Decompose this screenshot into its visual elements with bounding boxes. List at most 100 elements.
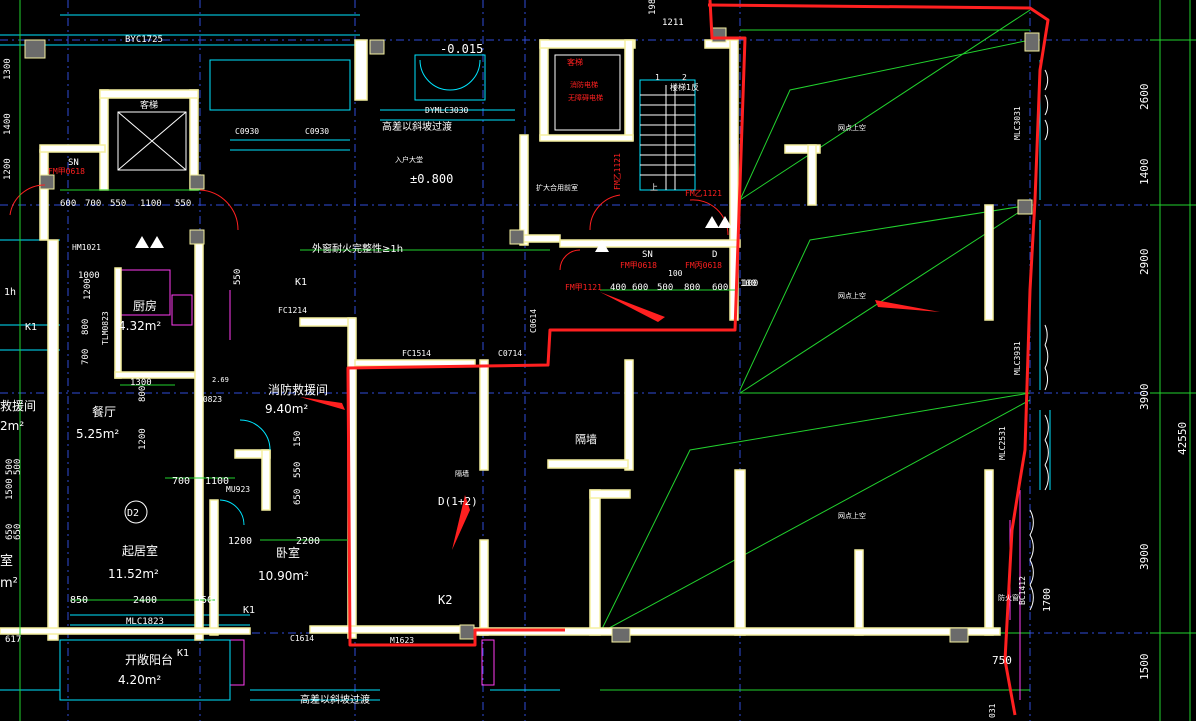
label-room-left: 室 (0, 553, 13, 569)
label-slope-bottom: 高差以斜坡过渡 (300, 693, 370, 706)
label-fm0618-b: FM丙0618 (685, 261, 722, 270)
walls (0, 39, 1001, 641)
label-slope-top: 高差以斜坡过渡 (382, 120, 452, 133)
label-rescue-area-left: 2m² (0, 419, 24, 433)
label-dim-1700: 1700 (1042, 588, 1053, 612)
label-fmj1121: FM甲1121 (565, 283, 602, 292)
label-dim-031: 031 (988, 703, 997, 718)
label-dim-750: 750 (992, 654, 1012, 667)
label-room-left-area: m² (0, 576, 18, 591)
label-living: 起居室 (122, 543, 158, 558)
label-top-code: BYC1725 (125, 35, 163, 45)
label-dim-left-4: 1100 (140, 199, 162, 209)
label-dim-left-1: 600 (60, 199, 76, 209)
label-d1-room: D(1+2) (438, 495, 478, 508)
label-c1614: C1614 (290, 634, 314, 643)
label-k1-d: K1 (177, 648, 189, 659)
label-bedroom-area: 10.90m² (258, 569, 309, 583)
label-m1623: M1623 (390, 636, 414, 645)
label-dims-bottom-2: 2400 (133, 595, 157, 606)
label-dim-mid-4: 800 (684, 283, 700, 293)
label-fmyi-a: FM乙1121 (613, 153, 622, 190)
label-dim-550: 550 (233, 269, 243, 285)
label-dim-2200: 2200 (296, 536, 320, 547)
label-dim-left-vert-4: 500 (5, 459, 15, 475)
label-bedroom: 卧室 (276, 545, 300, 560)
label-dim-left-vert-6: 650 (13, 524, 23, 540)
label-dining: 餐厅 (92, 404, 116, 419)
label-c0930-a: C0930 (235, 127, 259, 136)
label-dymlc: DYMLC3030 (425, 106, 469, 115)
label-f: 上 (650, 183, 658, 192)
label-dim-650b: 650 (5, 524, 15, 540)
label-mlc3031: MLC3031 (1013, 106, 1022, 140)
label-dim-1980: 1980 (648, 0, 658, 15)
label-open-balcony: 开敞阳台 (125, 652, 173, 667)
label-k1-c: K1 (243, 605, 255, 616)
lift-boxes (117, 54, 621, 171)
dim-lines-right (1150, 0, 1196, 721)
label-dim-k-3: 800 (81, 319, 91, 335)
label-dims-bottom-3: 550 (195, 595, 213, 606)
label-mlc2531: MLC2531 (998, 426, 1007, 460)
label-fm0618-a: FM甲0618 (620, 261, 657, 270)
label-stair-num-1: 1 (655, 73, 660, 82)
label-dim-2-69: 2.69 (212, 376, 229, 384)
label-k1-a: K1 (295, 277, 307, 288)
label-kitchen: 厨房 (133, 298, 157, 313)
label-window-note: 防火窗 (998, 593, 1019, 602)
label-fire-room-area: 9.40m² (265, 402, 308, 416)
label-c0614: C0614 (529, 309, 538, 333)
label-living-area: 11.52m² (108, 567, 159, 581)
label-mlc1823: MLC1823 (126, 617, 164, 627)
label-dim-1200: 1200 (228, 536, 252, 547)
label-dim-left-vert-1: 1300 (3, 58, 13, 80)
label-dim-right-5: 3900 (1138, 544, 1151, 571)
window-arcs (1029, 69, 1049, 611)
label-dim-mid-1: 400 (610, 283, 626, 293)
label-dim-right-6: 1500 (1138, 654, 1151, 681)
label-sn-mid: SN (642, 250, 653, 260)
label-shop-a: 网点上空 (838, 123, 866, 132)
label-hall: 隔墙 (575, 432, 597, 446)
label-dim-1h: 1h (4, 287, 16, 298)
label-entrance: 入户大堂 (395, 155, 423, 164)
d2-circle (124, 500, 148, 524)
label-fc1214: FC1214 (278, 306, 307, 315)
label-rescue-left: 救援间 (0, 398, 36, 413)
label-dim-k-2: 1200 (83, 278, 93, 300)
label-kitchen-area: 4.32m² (118, 319, 161, 333)
label-fm0618-left: FM甲0618 (48, 167, 85, 176)
label-dining-area: 5.25m² (76, 427, 119, 441)
label-k2: K2 (438, 593, 452, 607)
label-dim-mid-3: 500 (657, 283, 673, 293)
label-hm1021: HM1021 (72, 243, 101, 252)
label-dim-right-4: 3900 (1138, 384, 1151, 411)
label-door-617: 617 (5, 635, 21, 645)
door-swings-cyan (219, 59, 481, 526)
label-fmyi-b: FM乙1121 (685, 189, 722, 198)
label-dim-left-5: 550 (175, 199, 191, 209)
label-dim-right-1: 2600 (1138, 84, 1151, 111)
label-dim-1500: 1500 (5, 478, 15, 500)
label-fire-room: 消防救援间 (268, 382, 328, 397)
label-fire-lift: 消防电梯 (570, 80, 598, 89)
label-passenger-lift: 客梯 (140, 99, 158, 111)
staircase (640, 85, 695, 190)
label-dim-100a: 100 (668, 269, 683, 278)
label-dims-row-1: 700 (172, 476, 190, 487)
label-dim-mid-2: 600 (632, 283, 648, 293)
label-dim-k-4: 700 (81, 349, 91, 365)
label-dims-bottom-1: 850 (70, 595, 88, 606)
warning-icons (135, 216, 732, 252)
label-dim-150a: 150 (293, 431, 303, 447)
label-dim-left-vert-5: 500 (13, 459, 23, 475)
label-sn-left: SN (68, 158, 79, 168)
label-stair-num-2: 2 (682, 73, 687, 82)
label-c0930-b: C0930 (305, 127, 329, 136)
label-shop-c: 网点上空 (838, 511, 866, 520)
columns (24, 27, 1040, 643)
label-dim-100c: 100 (742, 279, 758, 289)
label-d2: D2 (127, 508, 139, 519)
